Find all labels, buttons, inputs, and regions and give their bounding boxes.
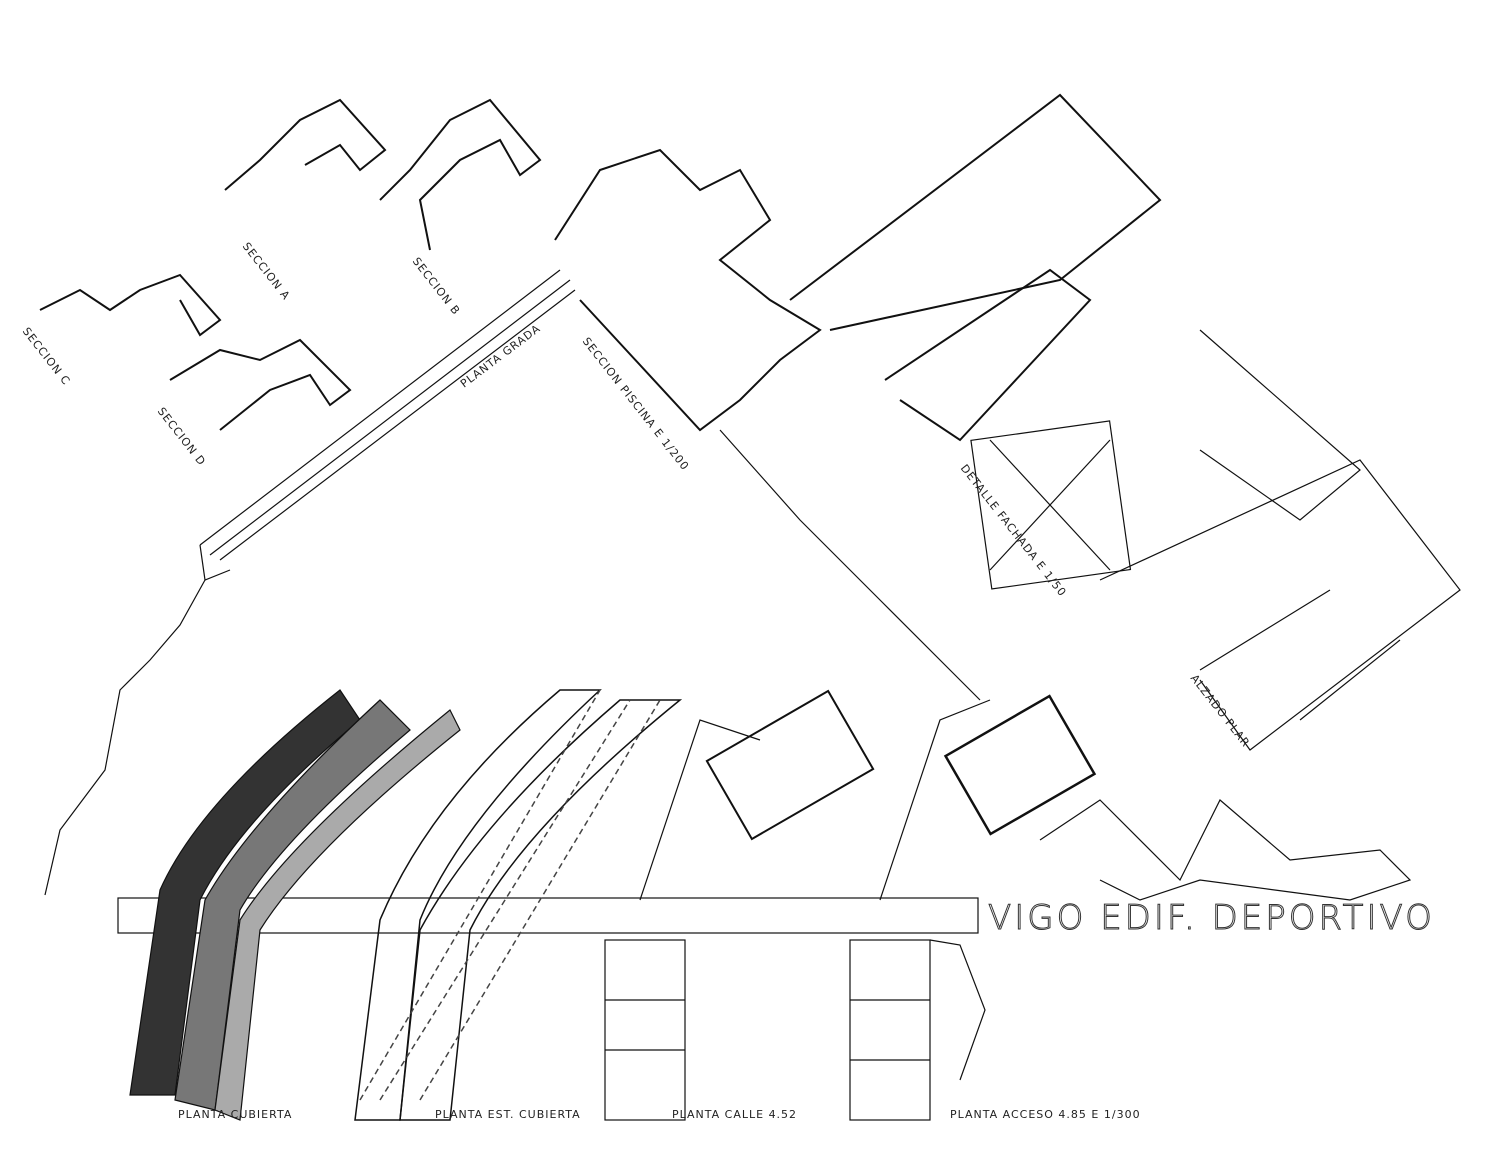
planta-acceso [849,694,1412,1121]
planta-calle [604,689,875,1121]
gallery-diagonal [44,269,576,896]
section-cut-line [719,429,981,701]
label-planta-est-cubierta: PLANTA EST. CUBIERTA [435,1108,581,1121]
label-planta-cubierta: PLANTA CUBIERTA [178,1108,293,1121]
planta-est-cubierta [354,689,683,1121]
facade-detail [970,329,1461,751]
section-a-b [39,93,1162,442]
planta-cubierta [129,689,461,1121]
label-planta-acceso: PLANTA ACCESO 4.85 E 1/300 [950,1108,1141,1121]
label-planta-calle: PLANTA CALLE 4.52 [672,1108,798,1121]
drawing-title: VIGO EDIF. DEPORTIVO [988,898,1435,939]
baseline-band [117,897,979,934]
